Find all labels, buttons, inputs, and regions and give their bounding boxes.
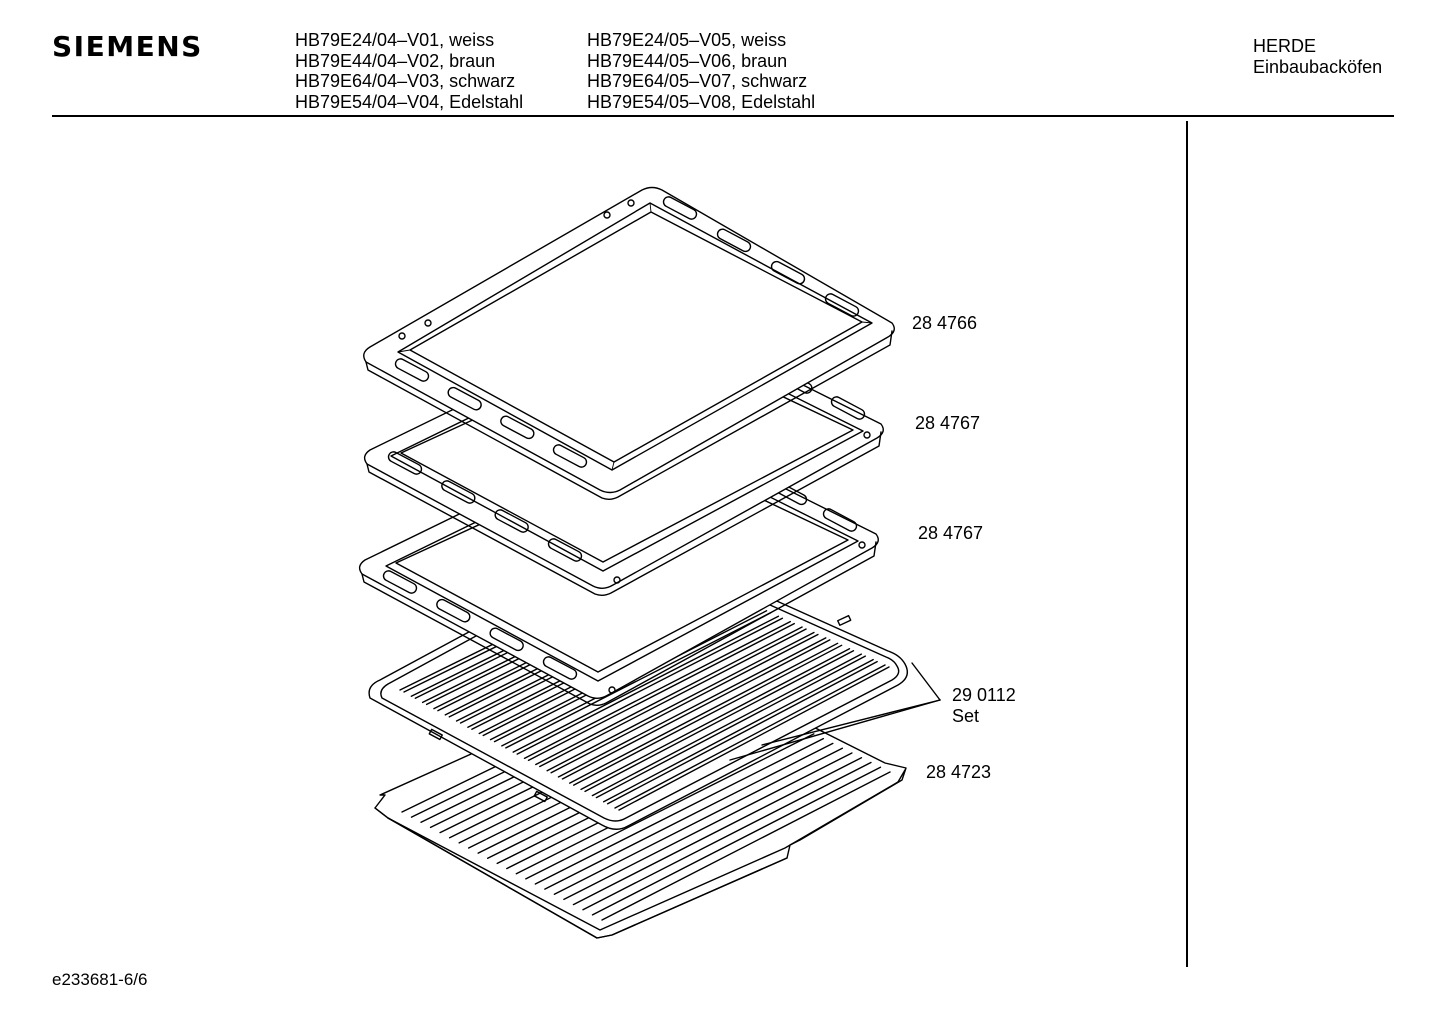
part-label-set: 29 0112 Set: [952, 685, 1016, 727]
category-title: HERDE: [1253, 36, 1317, 56]
part-number: 29 0112: [952, 685, 1016, 705]
brand-logo: SIEMENS: [52, 30, 203, 63]
part-label-drip-tray: 28 4723: [926, 762, 992, 782]
model-item: HB79E54/05–V08, Edelstahl: [587, 92, 816, 113]
model-item: HB79E64/04–V03, schwarz: [295, 71, 516, 92]
header-divider: [52, 115, 1394, 117]
model-item: HB79E44/04–V02, braun: [295, 50, 496, 71]
model-item: HB79E24/04–V01, weiss: [295, 30, 495, 50]
category-block: HERDE Einbaubacköfen: [1253, 36, 1382, 77]
set-leader-lines: [729, 662, 941, 761]
column-divider: [1186, 121, 1188, 967]
part-label-universal-pan: 28 4766: [912, 313, 978, 333]
part-note: Set: [952, 706, 980, 726]
part-label-baking-tray-1: 28 4767: [915, 413, 981, 433]
model-item: HB79E24/05–V05, weiss: [587, 30, 787, 50]
part-label-baking-tray-2: 28 4767: [918, 523, 984, 543]
universal-pan-drawing: [363, 186, 895, 500]
model-item: HB79E44/05–V06, braun: [587, 50, 788, 71]
model-item: HB79E64/05–V07, schwarz: [587, 71, 808, 92]
subcategory-title: Einbaubacköfen: [1253, 56, 1383, 77]
model-item: HB79E54/04–V04, Edelstahl: [295, 92, 524, 113]
model-list-left: HB79E24/04–V01, weiss HB79E44/04–V02, br…: [295, 30, 523, 113]
document-id: e233681-6/6: [52, 970, 148, 989]
model-list-right: HB79E24/05–V05, weiss HB79E44/05–V06, br…: [587, 30, 815, 113]
